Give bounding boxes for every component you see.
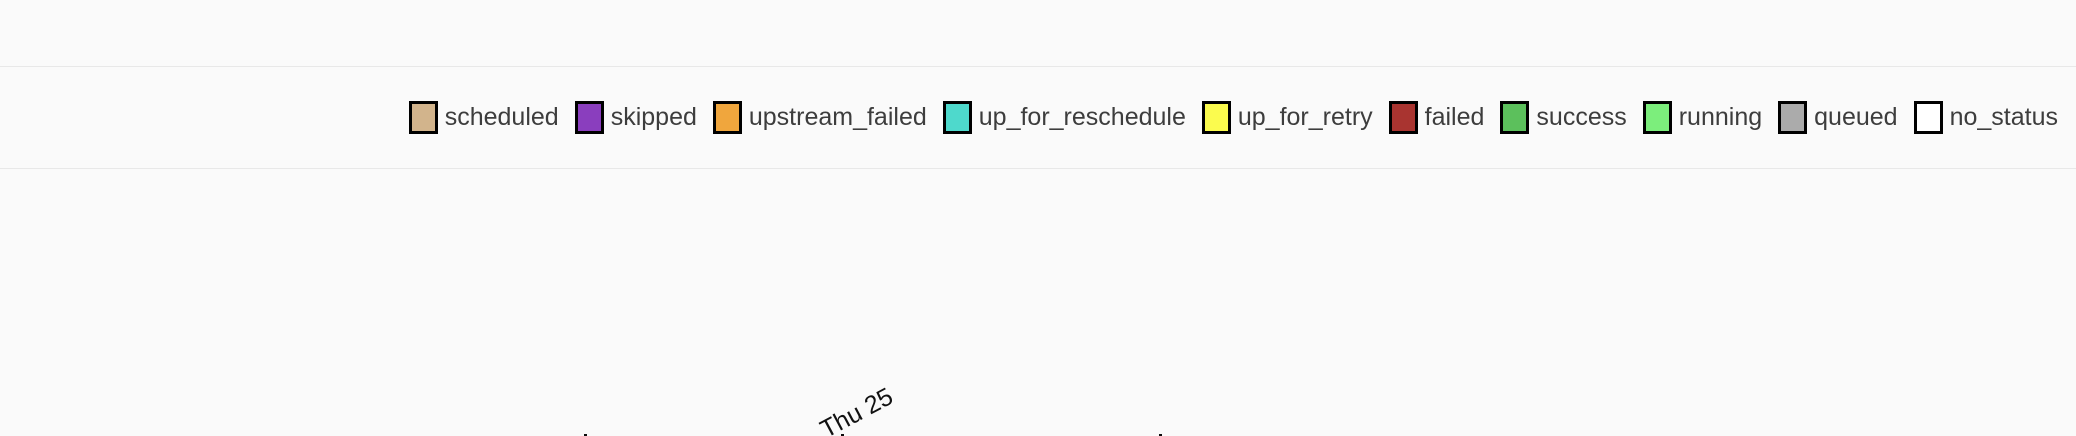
queued-swatch <box>1778 101 1808 134</box>
legend-item-failed: failed <box>1388 101 1485 134</box>
legend-item-running: running <box>1642 101 1763 134</box>
legend-item-up_for_retry: up_for_retry <box>1201 101 1373 134</box>
legend-item-upstream_failed: upstream_failed <box>712 101 927 134</box>
tree-chart: Thu 25 <box>0 169 2076 436</box>
legend-item-skipped: skipped <box>574 101 697 134</box>
legend-label: upstream_failed <box>748 103 927 131</box>
failed-swatch <box>1388 101 1418 134</box>
legend-item-scheduled: scheduled <box>408 101 559 134</box>
legend-label: no_status <box>1949 103 2058 131</box>
legend-label: success <box>1536 103 1627 131</box>
up_for_retry-swatch <box>1201 101 1231 134</box>
skipped-swatch <box>574 101 604 134</box>
time-axis <box>584 434 1162 436</box>
legend-label: running <box>1678 103 1763 131</box>
legend-label: skipped <box>610 103 697 131</box>
scheduled-swatch <box>408 101 438 134</box>
running-swatch <box>1642 101 1672 134</box>
no_status-swatch <box>1913 101 1943 134</box>
legend-item-success: success <box>1500 101 1627 134</box>
legend-label: queued <box>1814 103 1898 131</box>
upstream_failed-swatch <box>712 101 742 134</box>
legend-label: failed <box>1424 103 1485 131</box>
legend-label: up_for_retry <box>1237 103 1373 131</box>
legend-label: up_for_reschedule <box>978 103 1186 131</box>
legend-item-queued: queued <box>1778 101 1898 134</box>
legend-item-no_status: no_status <box>1913 101 2058 134</box>
legend-label: scheduled <box>444 103 559 131</box>
time-axis-tick <box>841 434 844 436</box>
status-legend: scheduled skipped upstream_failed up_for_re… <box>0 67 2076 169</box>
success-swatch <box>1500 101 1530 134</box>
axis-tick-label: Thu 25 <box>815 382 898 436</box>
up_for_reschedule-swatch <box>942 101 972 134</box>
toolbar-row <box>0 0 2076 67</box>
legend-item-up_for_reschedule: up_for_reschedule <box>942 101 1186 134</box>
